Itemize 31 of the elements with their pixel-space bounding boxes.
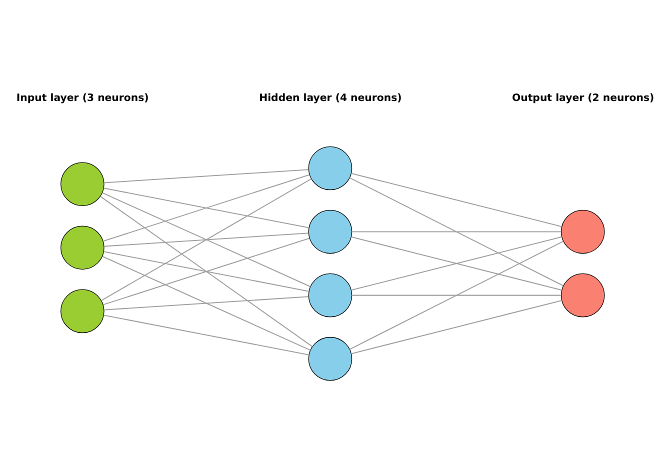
connector bbox=[104, 314, 310, 356]
connector bbox=[352, 231, 562, 232]
label: Hidden layer (4 neurons) bbox=[259, 92, 402, 104]
node-circle bbox=[308, 146, 352, 190]
connector bbox=[104, 169, 309, 184]
connector bbox=[101, 178, 312, 301]
connector bbox=[103, 174, 310, 242]
node-circle bbox=[308, 336, 352, 381]
node-circle bbox=[60, 226, 104, 270]
node-circle bbox=[560, 210, 605, 254]
connector bbox=[351, 236, 562, 291]
connector bbox=[102, 256, 311, 351]
connector bbox=[350, 240, 564, 350]
connector bbox=[102, 192, 311, 288]
connector bbox=[103, 238, 310, 306]
connector bbox=[100, 196, 313, 347]
node-circle bbox=[308, 210, 352, 254]
connector bbox=[352, 294, 562, 296]
connector bbox=[351, 172, 562, 228]
connector bbox=[104, 251, 310, 292]
node-circle bbox=[560, 273, 605, 318]
connector bbox=[104, 296, 309, 310]
connector bbox=[104, 188, 310, 228]
node-circle bbox=[60, 162, 104, 206]
node-circle bbox=[60, 289, 104, 334]
connector bbox=[350, 177, 564, 286]
label: Input layer (3 neurons) bbox=[16, 92, 149, 104]
connector bbox=[351, 300, 562, 354]
node-circle bbox=[308, 273, 352, 318]
connector bbox=[104, 232, 309, 247]
label: Output layer (2 neurons) bbox=[512, 92, 654, 104]
